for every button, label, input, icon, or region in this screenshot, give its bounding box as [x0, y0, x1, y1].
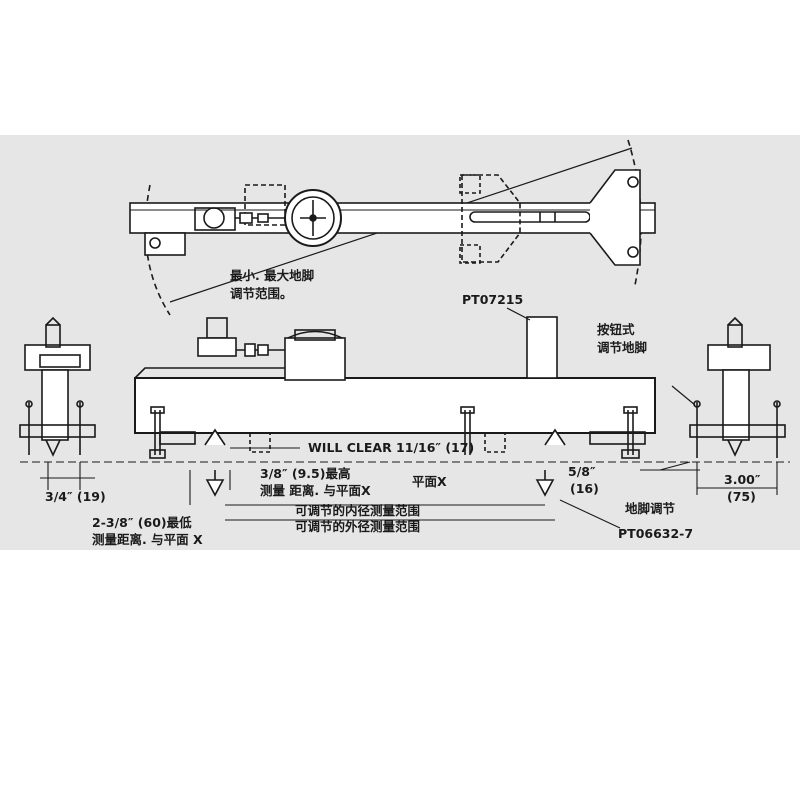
max-height-label-line2: 测量 距离. 与平面X [260, 483, 371, 498]
dimension-lines [20, 447, 790, 529]
pt06632-label: PT06632-7 [618, 526, 694, 541]
button-feet-label-line2: 调节地脚 [597, 340, 648, 355]
top-view [129, 139, 656, 316]
sixteen-label: (16) [570, 481, 599, 496]
will-clear-label: WILL CLEAR 11/16″ (17) [308, 440, 475, 455]
plane-x-label: 平面X [412, 474, 447, 489]
three-inch-label: 3.00″ [724, 472, 761, 487]
gauge-body [134, 377, 656, 434]
min-height-label-line1: 2-3/8″ (60)最低 [92, 515, 192, 530]
max-height-label-line1: 3/8″ (9.5)最高 [260, 466, 351, 481]
min-max-feet-label-line2: 调节范围。 [230, 286, 293, 301]
three-quarter-label: 3/4″ (19) [45, 489, 106, 504]
seventy-five-label: (75) [727, 489, 756, 504]
min-height-label-line2: 测量距离. 与平面 X [92, 532, 203, 547]
outer-range-label: 可调节的外径测量范围 [295, 519, 421, 534]
button-feet-label-line1: 按钮式 [597, 322, 635, 337]
pt07215-label: PT07215 [462, 292, 524, 307]
foot-adjust-label: 地脚调节 [625, 501, 676, 516]
side-view [19, 307, 786, 497]
min-max-feet-label-line1: 最小. 最大地脚 [230, 268, 315, 283]
locking-screw-icon [203, 207, 225, 229]
five-eighths-label: 5/8″ [568, 464, 596, 479]
inner-range-label: 可调节的内径测量范围 [295, 503, 421, 518]
